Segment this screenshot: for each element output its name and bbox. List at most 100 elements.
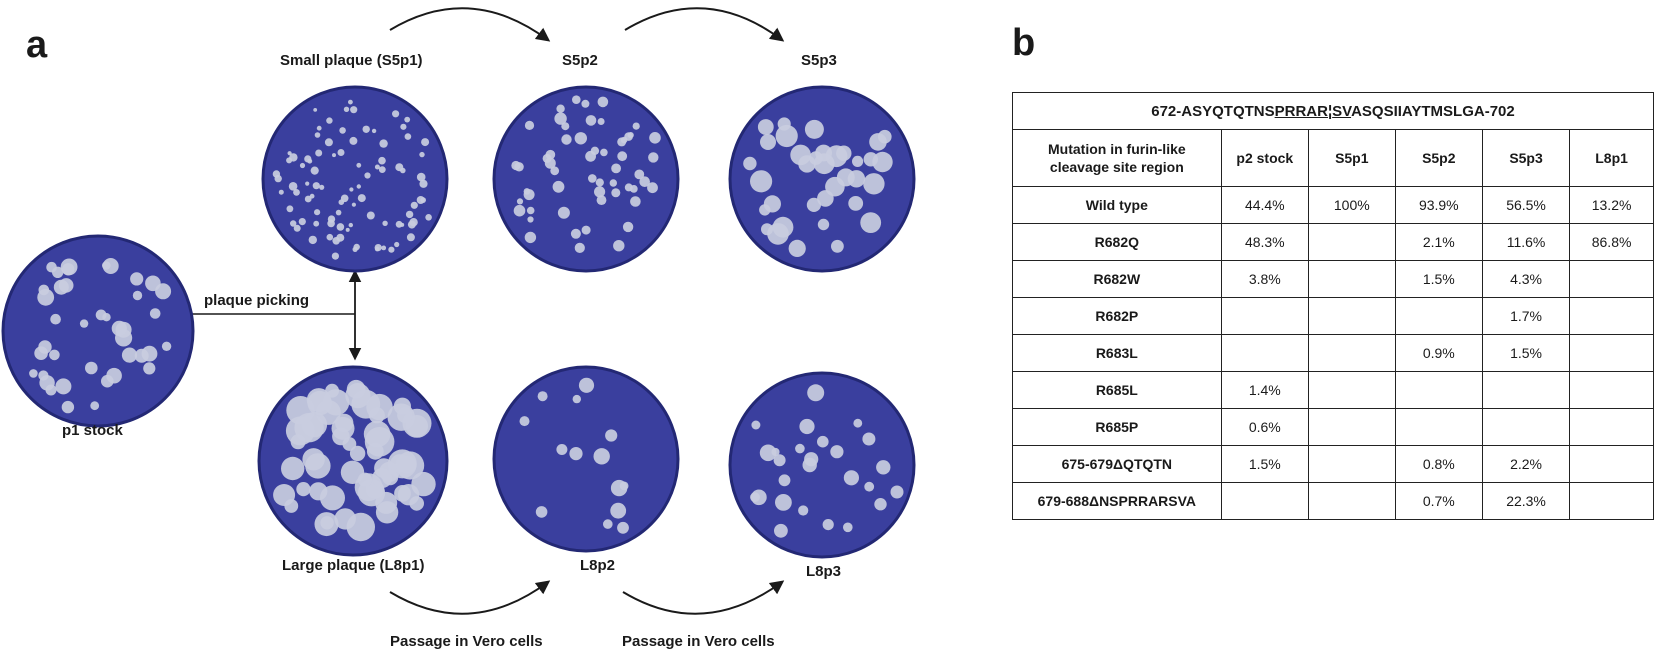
plaque bbox=[511, 160, 521, 171]
table-cell bbox=[1220, 334, 1309, 372]
plaque bbox=[798, 155, 816, 173]
plaque bbox=[648, 152, 659, 163]
plaque bbox=[381, 245, 387, 251]
plaque bbox=[843, 522, 853, 533]
plaque bbox=[405, 210, 414, 219]
plaque bbox=[309, 482, 328, 501]
sequence-separator: ¦ bbox=[1327, 102, 1333, 120]
plaque bbox=[287, 151, 292, 156]
plaque bbox=[161, 341, 172, 351]
plaque bbox=[327, 219, 335, 228]
dish-p1-stock bbox=[1, 234, 195, 428]
row-label: R683L bbox=[1012, 334, 1222, 372]
plaque bbox=[759, 204, 771, 216]
plaque bbox=[149, 308, 161, 319]
table-cell: 1.5% bbox=[1220, 445, 1309, 483]
plaque bbox=[298, 218, 306, 226]
plaque bbox=[830, 445, 844, 459]
plaque bbox=[52, 266, 64, 278]
plaque bbox=[629, 185, 638, 193]
plaque bbox=[759, 444, 777, 462]
table-cell: 11.6% bbox=[1481, 223, 1571, 261]
plaque bbox=[79, 319, 89, 328]
plaque bbox=[410, 201, 418, 209]
table-cell: 44.4% bbox=[1220, 186, 1309, 224]
plaque bbox=[545, 149, 556, 160]
table-cell: 4.3% bbox=[1481, 260, 1571, 298]
plaque bbox=[843, 470, 859, 486]
plaque bbox=[804, 119, 824, 139]
table-cell bbox=[1569, 445, 1654, 483]
plaque bbox=[345, 383, 371, 409]
plaque bbox=[890, 485, 904, 499]
plaque bbox=[378, 166, 386, 173]
plaque bbox=[349, 187, 354, 192]
plaque bbox=[289, 153, 298, 162]
table-cell bbox=[1394, 408, 1483, 446]
sequence-underlined-1: PRRAR bbox=[1274, 102, 1328, 120]
plaque bbox=[574, 132, 587, 145]
plaque bbox=[286, 205, 294, 213]
table-cell: 0.9% bbox=[1394, 334, 1483, 372]
plaque bbox=[561, 122, 570, 131]
table-cell: 3.8% bbox=[1220, 260, 1309, 298]
plaque bbox=[632, 122, 640, 130]
plaque bbox=[143, 362, 156, 375]
table-cell bbox=[1569, 260, 1654, 298]
table-cell bbox=[1307, 223, 1396, 261]
label-s5p3: S5p3 bbox=[801, 52, 837, 69]
plaque bbox=[409, 496, 424, 511]
plaque bbox=[750, 492, 760, 503]
sequence-prefix: 672-ASYQTQTNS bbox=[1151, 102, 1275, 120]
plaque bbox=[874, 498, 887, 511]
table-cell bbox=[1569, 408, 1654, 446]
plaque bbox=[343, 106, 350, 112]
plaque bbox=[353, 243, 360, 251]
plaque bbox=[121, 347, 138, 363]
plaque bbox=[37, 288, 55, 306]
table-cell bbox=[1307, 445, 1396, 483]
plaque bbox=[134, 348, 149, 363]
plaque bbox=[305, 181, 310, 186]
plaque bbox=[334, 508, 356, 530]
table-cell bbox=[1569, 297, 1654, 335]
plaque bbox=[349, 445, 366, 462]
plaque bbox=[647, 182, 658, 194]
plaque bbox=[332, 153, 336, 158]
plaque bbox=[572, 394, 581, 404]
plaque bbox=[350, 106, 358, 114]
plaque bbox=[313, 108, 318, 112]
plaque bbox=[409, 218, 418, 227]
row-label: R682P bbox=[1012, 297, 1222, 335]
plaque bbox=[593, 448, 610, 465]
header-mutation: Mutation in furin-like cleavage site reg… bbox=[1012, 129, 1222, 187]
label-passage-left: Passage in Vero cells bbox=[390, 633, 543, 650]
table-cell bbox=[1307, 482, 1396, 520]
table-cell: 0.7% bbox=[1394, 482, 1483, 520]
plaque bbox=[600, 148, 608, 157]
plaque bbox=[90, 401, 100, 411]
plaque bbox=[394, 485, 411, 502]
dish-background bbox=[492, 85, 680, 273]
plaque bbox=[807, 384, 825, 402]
plaque bbox=[45, 384, 57, 396]
plaque bbox=[581, 99, 590, 108]
plaque bbox=[29, 369, 38, 378]
header-col: S5p1 bbox=[1307, 129, 1396, 187]
header-col: S5p3 bbox=[1481, 129, 1571, 187]
plaque bbox=[869, 133, 887, 151]
dish-l8p3 bbox=[728, 371, 916, 559]
table-cell: 1.7% bbox=[1481, 297, 1571, 335]
plaque bbox=[544, 157, 556, 169]
plaque bbox=[524, 120, 535, 130]
plaque bbox=[862, 432, 876, 446]
plaque bbox=[772, 216, 794, 238]
plaque bbox=[395, 163, 404, 172]
plaque bbox=[836, 145, 852, 161]
row-label: R685L bbox=[1012, 371, 1222, 409]
plaque bbox=[831, 239, 844, 253]
label-s5p1: Small plaque (S5p1) bbox=[280, 52, 423, 69]
